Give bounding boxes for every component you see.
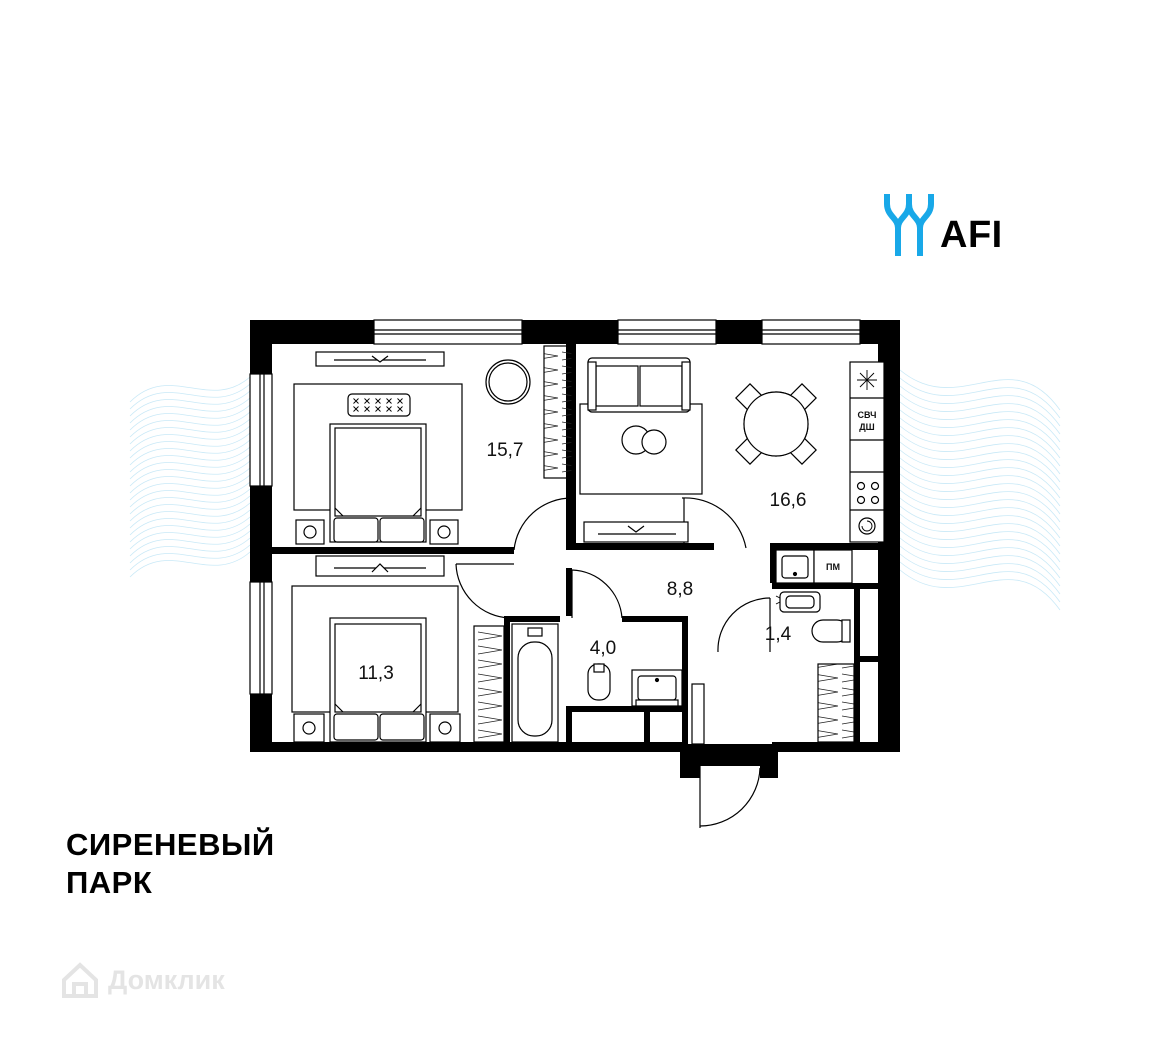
bathroom-fixtures bbox=[511, 623, 683, 743]
washer-label: ПМ bbox=[826, 562, 840, 572]
room-area-wc: 1,4 bbox=[765, 624, 792, 645]
dishwasher-label: ДШ bbox=[859, 422, 874, 432]
room-area-bedroom-1: 15,7 bbox=[487, 440, 524, 461]
project-title: СИРЕНЕВЫЙ ПАРК bbox=[66, 826, 275, 902]
house-icon bbox=[62, 962, 98, 998]
afi-logo-icon bbox=[884, 194, 934, 256]
decorative-waves bbox=[129, 369, 1061, 611]
living-room-furniture bbox=[579, 357, 817, 543]
room-area-living-kitchen: 16,6 bbox=[770, 490, 807, 511]
brand-logo: AFI bbox=[884, 194, 1003, 256]
watermark: Домклик bbox=[60, 960, 225, 1000]
wardrobes bbox=[473, 345, 855, 743]
windows bbox=[249, 319, 861, 695]
project-title-line-1: СИРЕНЕВЫЙ bbox=[66, 827, 275, 862]
wc-fixtures bbox=[775, 591, 851, 643]
bedroom-2-furniture bbox=[291, 555, 461, 743]
room-area-hallway: 8,8 bbox=[667, 579, 693, 600]
doors bbox=[455, 497, 771, 828]
room-area-bathroom: 4,0 bbox=[590, 638, 616, 659]
room-area-bedroom-2: 11,3 bbox=[358, 663, 394, 684]
watermark-text: Домклик bbox=[108, 964, 225, 995]
brand-name: AFI bbox=[940, 214, 1003, 256]
bedroom-1-furniture bbox=[293, 351, 531, 545]
kitchen-units bbox=[775, 361, 885, 584]
microwave-label: СВЧ bbox=[858, 410, 877, 420]
project-title-line-2: ПАРК bbox=[66, 865, 153, 900]
